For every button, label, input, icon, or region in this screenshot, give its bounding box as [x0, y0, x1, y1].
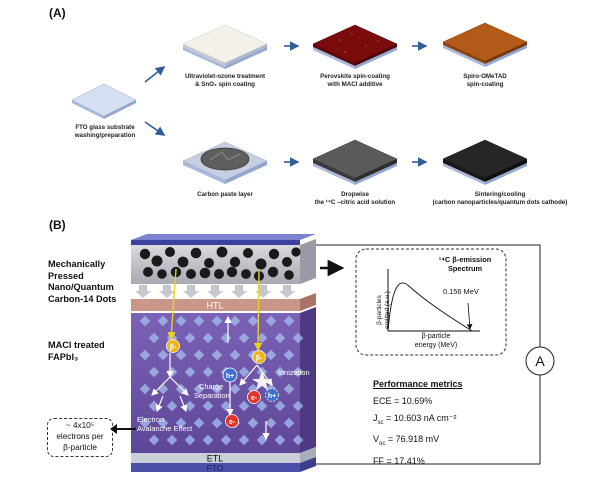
spectrum-inset [355, 248, 507, 356]
step-label-sintering: Sintering/cooling(carbon nanoparticles/q… [432, 191, 568, 206]
metric-voc: Voc = 76.918 mV [373, 434, 440, 447]
panel-b-label: (B) [49, 218, 66, 232]
performance-metrics: Performance metrics ECE = 10.69% Jsc = 1… [373, 376, 523, 470]
metric-jsc: Jsc = 10.603 nA cm⁻² [373, 412, 457, 426]
avalanche-line-2: Avalanche Effect [137, 424, 192, 433]
perovskite-coated-slab [312, 24, 398, 69]
svg-text:h+: h+ [226, 373, 234, 380]
beta-path-left [167, 268, 177, 341]
electron-carrier-1: e- [247, 390, 261, 404]
endpoint-energy-label: 0.156 MeV [443, 287, 479, 296]
svg-text:FTO: FTO [207, 463, 224, 473]
callout-arrow [110, 424, 136, 434]
ammeter-icon: A [525, 346, 555, 376]
panel-a-label: (A) [49, 6, 66, 20]
hole-carrier-1: h+ [222, 367, 238, 383]
hole-carrier-2: h+ [265, 388, 279, 402]
svg-text:HTL: HTL [206, 301, 223, 311]
citric-acid-slab [312, 139, 398, 185]
svg-text:A: A [535, 353, 545, 369]
endpoint-arrow [466, 302, 473, 330]
carbon-cathode-slab [442, 139, 528, 185]
step-label-sno2: Ultraviolet-ozone treatment& SnO₂ spin c… [184, 73, 266, 88]
charge-separation-line-2: Separation [194, 391, 230, 400]
ionization-label: Ionization [278, 368, 310, 377]
arrow-to-carbon-paste [144, 121, 166, 136]
ionization-star-icon [252, 372, 272, 390]
beta-path-right [253, 268, 263, 352]
fabrication-process-diagram [71, 22, 528, 185]
avalanche-line-1: Electron [137, 415, 164, 424]
beta-particle-left: β- [166, 339, 180, 353]
metrics-title: Performance metrics [373, 379, 463, 389]
carbon-paste-slab [182, 141, 268, 184]
top-electrode-strip [131, 234, 316, 245]
svg-text:β-: β- [170, 344, 177, 351]
arrow-to-sno2 [144, 66, 166, 83]
spectrum-curve [387, 282, 473, 332]
metric-ece: ECE = 10.69% [373, 395, 433, 406]
metric-ff: FF = 17.41% [373, 455, 425, 466]
device-diagram: HTL [131, 234, 555, 473]
svg-text:e-: e- [251, 395, 258, 402]
sno2-coated-slab [182, 24, 268, 69]
electron-carrier-2: e- [225, 414, 239, 428]
etl-layer: ETL [131, 447, 316, 464]
svg-text:h+: h+ [268, 393, 276, 400]
svg-text:e-: e- [229, 419, 236, 426]
svg-text:ETL: ETL [207, 454, 224, 464]
fto-layer: FTO [131, 457, 316, 473]
spiro-coated-slab [442, 22, 528, 67]
crystal-lattice [139, 315, 304, 446]
step-label-carbon-paste: Carbon paste layer [197, 191, 253, 198]
external-circuit-wire [316, 244, 541, 465]
svg-text:β-: β- [256, 355, 263, 362]
beta-particle-right: β- [252, 350, 266, 364]
charge-separation-line-1: Charge [199, 382, 223, 391]
fto-substrate-slab [71, 83, 137, 119]
